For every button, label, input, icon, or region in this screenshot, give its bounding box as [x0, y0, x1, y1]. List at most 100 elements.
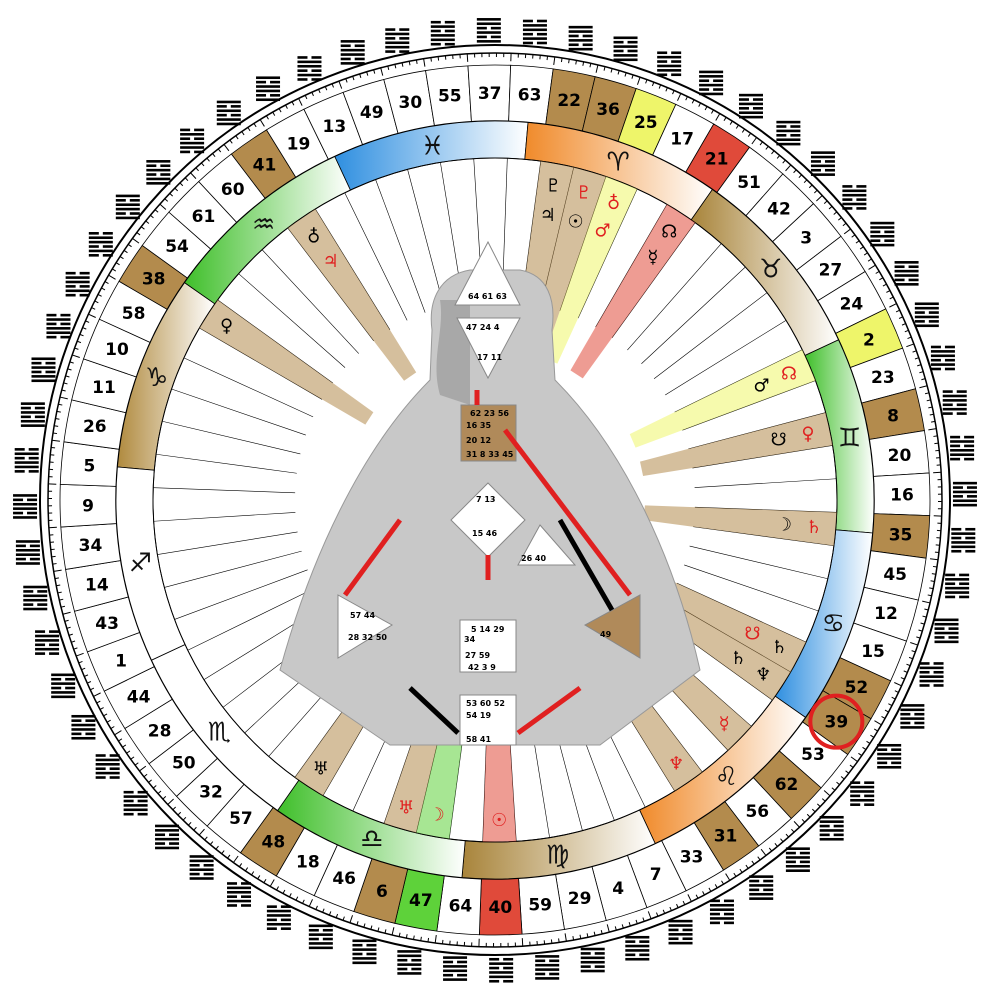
- activation-wedge: [199, 299, 374, 425]
- spoke-line: [407, 169, 445, 307]
- tick-mark: [223, 144, 230, 152]
- pisces-icon: ♓: [421, 131, 444, 161]
- gate-number: 59: [528, 895, 552, 915]
- sacral-gates-1: 5 14 29: [471, 625, 505, 634]
- tick-mark: [380, 67, 384, 76]
- hexagram-icon: [180, 128, 205, 154]
- tick-mark: [134, 762, 139, 766]
- gate-number: 42: [767, 199, 791, 219]
- saturn-red-left-icon: ♄: [806, 517, 822, 538]
- hexagram-icon: [443, 956, 468, 981]
- tick-mark: [118, 738, 123, 742]
- hexagram-icon: [15, 540, 40, 565]
- ajna-top-gates: 47 24 4: [466, 323, 500, 332]
- spoke-line: [344, 192, 408, 321]
- gate-number: 30: [399, 93, 423, 113]
- throat-gates-4: 31 8 33 45: [466, 450, 514, 459]
- activation-wedge: [643, 505, 837, 546]
- tick-mark: [677, 93, 682, 101]
- tick-mark: [263, 878, 267, 883]
- earth-top-icon: ♁: [307, 226, 320, 247]
- sagittarius-icon: ♐: [129, 549, 152, 579]
- tick-mark: [843, 228, 851, 235]
- throat-gates-3: 20 12: [466, 436, 491, 445]
- saturn-black-left-icon: ♄: [771, 637, 787, 658]
- tick-mark: [874, 720, 882, 726]
- hexagram-icon: [71, 714, 96, 740]
- hexagram-icon: [625, 935, 650, 961]
- virgo-icon: ♍: [546, 841, 569, 871]
- tick-mark: [247, 127, 251, 132]
- hexagram-icon: [914, 302, 939, 328]
- gate-number: 36: [596, 100, 620, 120]
- gate-number: 12: [874, 604, 898, 624]
- hexagram-icon: [385, 28, 410, 53]
- spoke-line: [238, 273, 346, 368]
- gate-number: 29: [568, 889, 592, 909]
- tick-mark: [721, 880, 724, 885]
- tick-mark: [823, 790, 831, 797]
- tick-mark: [239, 863, 243, 868]
- sun-red-left-icon: ☉: [491, 810, 507, 831]
- tick-mark: [127, 244, 132, 248]
- gate-number: 14: [85, 576, 109, 596]
- root-gates-2: 54 19: [466, 711, 491, 720]
- gate-number: 50: [172, 753, 196, 773]
- earth-right-icon: ♁: [607, 193, 620, 214]
- tick-mark: [745, 864, 749, 869]
- gate-number: 46: [332, 869, 356, 889]
- tick-mark: [126, 750, 131, 754]
- gate-number: 19: [287, 135, 311, 155]
- hexagram-icon: [668, 919, 693, 945]
- south-node-red-icon: ☋: [745, 623, 761, 644]
- tick-mark: [62, 611, 71, 615]
- tick-mark: [308, 899, 313, 907]
- gate-number: 33: [680, 847, 704, 867]
- hexagram-ring: [13, 18, 977, 983]
- channel-black-root-spleen: [408, 686, 460, 735]
- tick-mark: [715, 113, 721, 121]
- heart-gates: 26 40: [521, 554, 546, 563]
- gate-number: 16: [890, 486, 914, 506]
- tick-mark: [72, 354, 80, 359]
- hexagram-icon: [430, 20, 455, 46]
- gate-number: 1: [115, 652, 127, 672]
- hexagram-icon: [810, 151, 835, 176]
- tick-mark: [241, 131, 245, 136]
- gate-number: 56: [745, 802, 769, 822]
- hexagram-icon: [930, 345, 955, 371]
- gate-number: 28: [148, 722, 172, 742]
- spleen-gates-1: 57 44: [350, 611, 375, 620]
- tick-mark: [741, 128, 745, 133]
- tick-mark: [870, 734, 875, 738]
- root-center: [459, 694, 517, 746]
- hexagram-icon: [88, 232, 113, 257]
- tick-mark: [757, 856, 761, 861]
- uranus-black-icon: ♅: [313, 758, 329, 779]
- hexagram-icon: [397, 950, 422, 975]
- gate-number: 48: [261, 832, 285, 852]
- g-center-gates-2: 15 46: [472, 529, 497, 538]
- hexagram-icon: [842, 185, 867, 210]
- activation-wedge: [629, 349, 816, 448]
- spoke-line: [653, 292, 768, 380]
- spoke-line: [577, 188, 638, 319]
- venus-red-left-icon: ♀: [801, 423, 814, 444]
- gate-number: 8: [887, 406, 899, 426]
- gate-number: 64: [449, 897, 473, 917]
- spleen-gates-2: 28 32 50: [348, 633, 387, 642]
- hexagram-icon: [476, 18, 501, 43]
- hexagram-icon: [535, 955, 560, 980]
- tick-mark: [739, 868, 743, 873]
- hexagram-icon: [216, 100, 241, 126]
- gate-number: 39: [825, 713, 849, 733]
- ajna-bottom-gates: 17 11: [477, 353, 502, 362]
- hexagram-icon: [155, 824, 180, 850]
- spoke-line: [171, 388, 306, 436]
- tick-mark: [863, 252, 868, 256]
- hexagram-icon: [522, 19, 547, 45]
- gate-number: 22: [557, 91, 581, 111]
- pluto-red-icon: ♇: [576, 183, 592, 204]
- tick-mark: [266, 115, 269, 120]
- aries-icon: ♈: [606, 148, 629, 178]
